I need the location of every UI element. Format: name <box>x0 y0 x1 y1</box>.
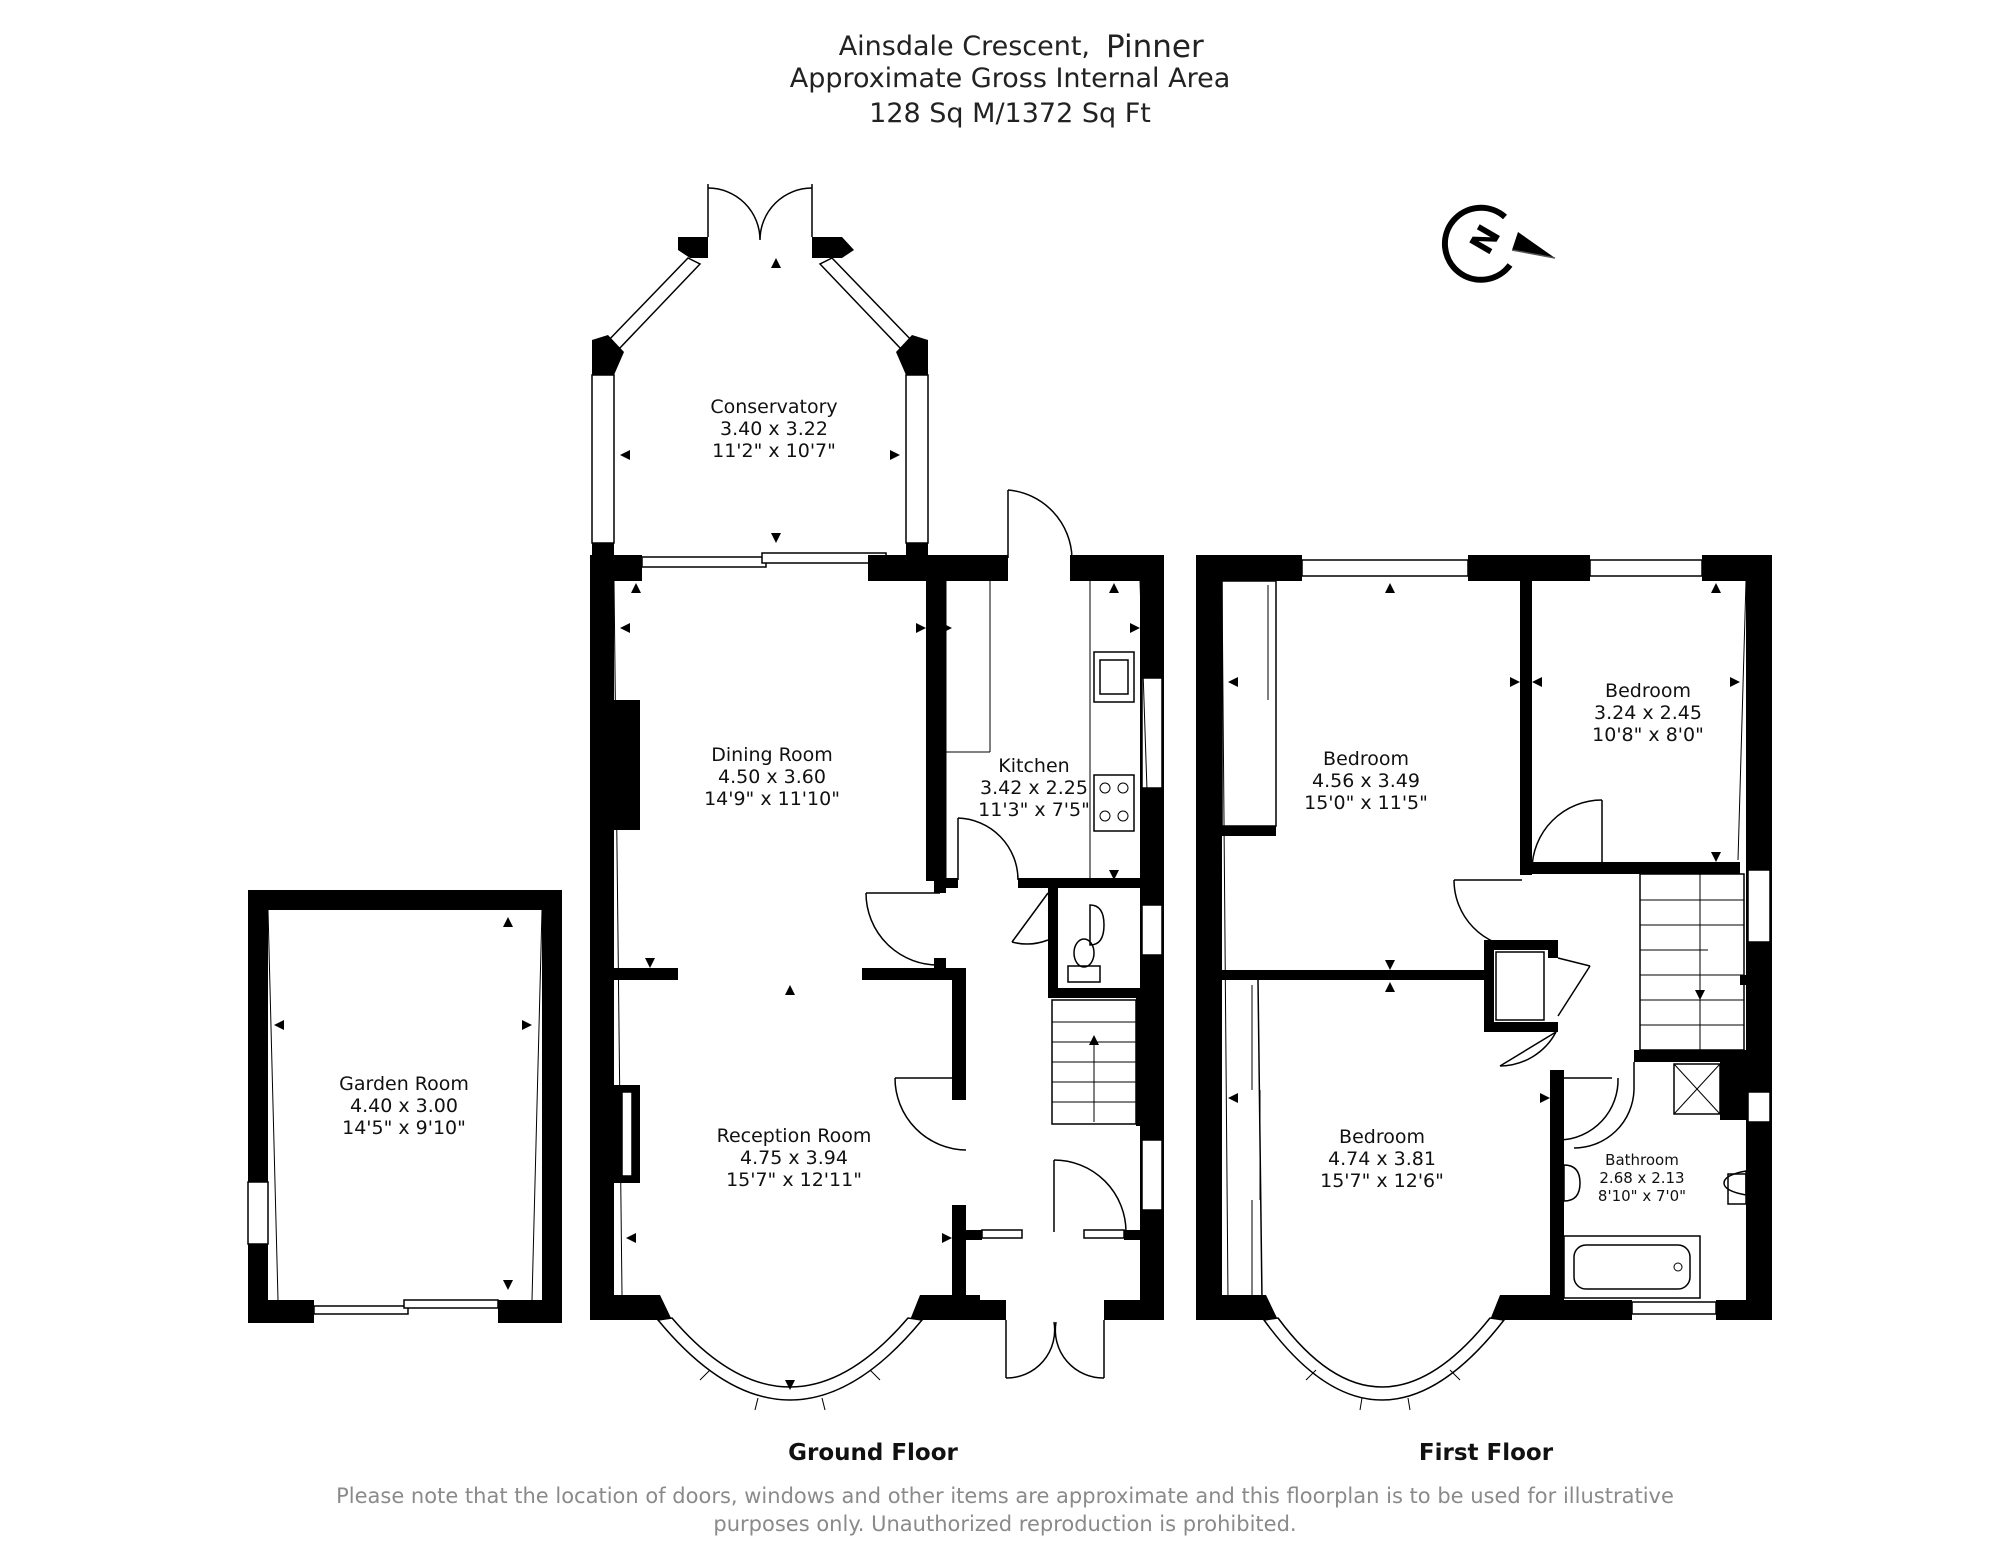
dining-imperial: 14'9" x 11'10" <box>704 788 840 810</box>
disclaimer-line-1: Please note that the location of doors, … <box>336 1484 1674 1508</box>
bathroom-imperial: 8'10" x 7'0" <box>1598 1187 1686 1205</box>
header-area-label: Approximate Gross Internal Area <box>790 63 1231 94</box>
room-label-bedroom1: Bedroom 4.56 x 3.49 15'0" x 11'5" <box>1304 748 1428 814</box>
disclaimer-line-2: purposes only. Unauthorized reproduction… <box>713 1512 1296 1536</box>
room-label-bathroom: Bathroom 2.68 x 2.13 8'10" x 7'0" <box>1598 1151 1686 1205</box>
first-floor-plan <box>1196 555 1772 1411</box>
ground-floor-label: Ground Floor <box>788 1440 958 1466</box>
bedroom1-name: Bedroom <box>1323 748 1409 770</box>
bedroom2-metric: 3.24 x 2.45 <box>1594 702 1702 724</box>
garden-name: Garden Room <box>339 1073 469 1095</box>
bedroom1-imperial: 15'0" x 11'5" <box>1304 792 1428 814</box>
kitchen-metric: 3.42 x 2.25 <box>980 777 1088 799</box>
garden-room-plan <box>247 890 562 1323</box>
header: Ainsdale Crescent, Pinner Approximate Gr… <box>790 29 1231 129</box>
room-label-garden: Garden Room 4.40 x 3.00 14'5" x 9'10" <box>339 1073 469 1139</box>
reception-imperial: 15'7" x 12'11" <box>726 1169 862 1191</box>
kitchen-imperial: 11'3" x 7'5" <box>978 799 1090 821</box>
garden-imperial: 14'5" x 9'10" <box>342 1117 466 1139</box>
dining-metric: 4.50 x 3.60 <box>718 766 826 788</box>
room-label-dining: Dining Room 4.50 x 3.60 14'9" x 11'10" <box>704 744 840 810</box>
conservatory-metric: 3.40 x 3.22 <box>720 418 828 440</box>
bathroom-metric: 2.68 x 2.13 <box>1599 1169 1684 1187</box>
compass-letter: N <box>1462 218 1508 260</box>
garden-metric: 4.40 x 3.00 <box>350 1095 458 1117</box>
bedroom2-name: Bedroom <box>1605 680 1691 702</box>
header-town: Pinner <box>1106 29 1204 65</box>
reception-metric: 4.75 x 3.94 <box>740 1147 848 1169</box>
room-label-conservatory: Conservatory 3.40 x 3.22 11'2" x 10'7" <box>710 396 837 462</box>
conservatory-name: Conservatory <box>710 396 837 418</box>
dining-name: Dining Room <box>711 744 832 766</box>
bedroom3-metric: 4.74 x 3.81 <box>1328 1148 1436 1170</box>
room-label-kitchen: Kitchen 3.42 x 2.25 11'3" x 7'5" <box>978 755 1090 821</box>
first-floor-label: First Floor <box>1419 1440 1554 1466</box>
bedroom1-metric: 4.56 x 3.49 <box>1312 770 1420 792</box>
bedroom2-imperial: 10'8" x 8'0" <box>1592 724 1704 746</box>
north-arrow-icon: N <box>1441 204 1556 283</box>
conservatory-imperial: 11'2" x 10'7" <box>712 440 836 462</box>
room-label-reception: Reception Room 4.75 x 3.94 15'7" x 12'11… <box>717 1125 872 1191</box>
header-area-value: 128 Sq M/1372 Sq Ft <box>869 98 1151 129</box>
ground-floor-plan <box>590 184 1164 1411</box>
reception-name: Reception Room <box>717 1125 872 1147</box>
room-label-bedroom2: Bedroom 3.24 x 2.45 10'8" x 8'0" <box>1592 680 1704 746</box>
bedroom3-imperial: 15'7" x 12'6" <box>1320 1170 1444 1192</box>
room-label-bedroom3: Bedroom 4.74 x 3.81 15'7" x 12'6" <box>1320 1126 1444 1192</box>
header-street: Ainsdale Crescent, <box>839 31 1090 62</box>
kitchen-name: Kitchen <box>998 755 1069 777</box>
bathroom-name: Bathroom <box>1605 1151 1679 1169</box>
bedroom3-name: Bedroom <box>1339 1126 1425 1148</box>
